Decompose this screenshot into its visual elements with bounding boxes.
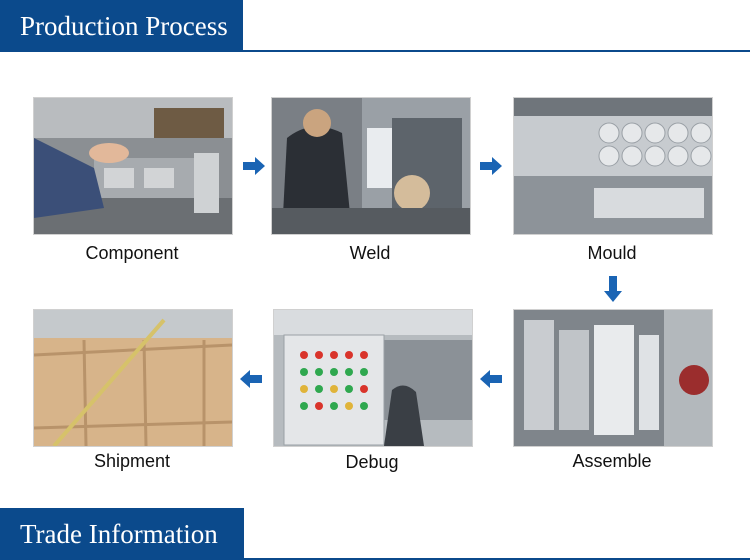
step-label-assemble: Assemble [572,451,652,471]
arrow-right-icon [480,157,502,180]
arrow-left-icon [240,370,262,393]
shipment-photo [33,309,233,447]
step-label-component: Component [85,243,179,263]
banner-rule [243,50,750,52]
component-photo [33,97,233,235]
section-title: Production Process [0,0,243,52]
step-label-weld: Weld [349,243,391,263]
mould-photo [513,97,713,235]
step-label-shipment: Shipment [93,451,171,471]
arrow-down-icon [604,276,622,307]
debug-photo [273,309,473,447]
arrow-left-icon [480,370,502,393]
arrow-right-icon [243,157,265,180]
assemble-photo [513,309,713,447]
section-title: Trade Information [0,508,244,560]
weld-photo [271,97,471,235]
step-label-mould: Mould [587,243,637,263]
step-label-debug: Debug [345,452,399,472]
banner-rule [244,558,750,560]
